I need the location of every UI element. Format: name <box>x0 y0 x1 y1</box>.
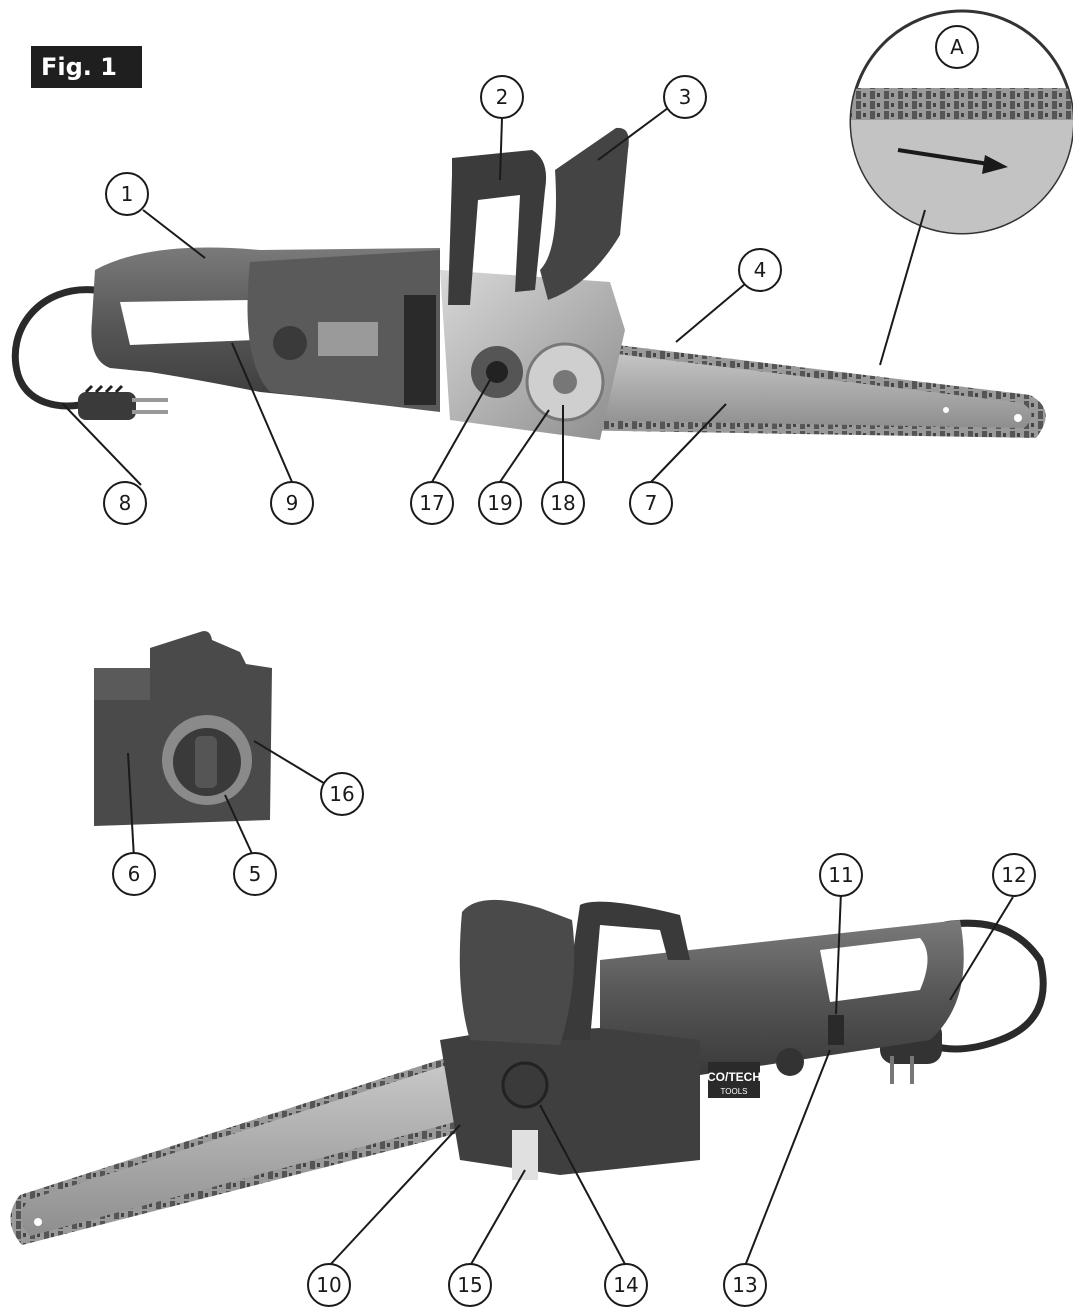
detail-leader <box>879 209 926 366</box>
callout-a <box>935 25 979 69</box>
callout-6 <box>112 852 156 896</box>
callout-5 <box>233 852 277 896</box>
callout-6-label: 6 <box>128 862 141 886</box>
bottom-guide-bar <box>10 1050 470 1245</box>
callout-14 <box>604 1263 648 1307</box>
callout-1-label: 1 <box>121 182 134 206</box>
callout-4-label: 4 <box>754 258 767 282</box>
callout-9-label: 9 <box>286 491 299 515</box>
top-chainsaw <box>11 127 1046 440</box>
callout-19 <box>478 481 522 525</box>
brand-logo-sub: TOOLS <box>721 1087 748 1096</box>
brand-logo-text: CO/TECH <box>707 1070 761 1084</box>
brand-logo <box>708 1062 760 1098</box>
guide-bar <box>560 338 1046 438</box>
callout-9 <box>270 481 314 525</box>
callout-15-label: 15 <box>457 1273 482 1297</box>
callout-2-label: 2 <box>496 85 509 109</box>
vent-grille <box>404 295 436 405</box>
callout-11-label: 11 <box>828 863 853 887</box>
callout-numbers: 1 2 3 4 5 6 7 8 9 10 11 12 13 14 15 16 1… <box>119 85 1027 1297</box>
callout-13-label: 13 <box>732 1273 757 1297</box>
detail-a: A <box>849 9 1073 366</box>
direction-arrow <box>982 155 1008 174</box>
sprocket-cover <box>440 1028 700 1175</box>
plug <box>78 384 168 420</box>
callout-10 <box>307 1263 351 1307</box>
callout-15 <box>448 1263 492 1307</box>
figure-label: Fig. 1 <box>31 46 142 88</box>
callout-a-label: A <box>950 35 964 59</box>
bottom-chainsaw: CO/TECH TOOLS <box>10 899 1047 1245</box>
front-handle <box>448 150 547 305</box>
callout-14-label: 14 <box>613 1273 638 1297</box>
callout-12 <box>992 853 1036 897</box>
callout-10-label: 10 <box>316 1273 341 1297</box>
bottom-lock-button <box>776 1048 804 1076</box>
callout-3-label: 3 <box>679 85 692 109</box>
bottom-power-cord <box>928 919 1047 1053</box>
rating-plate <box>318 322 378 356</box>
callout-7-label: 7 <box>645 491 658 515</box>
callout-18 <box>541 481 585 525</box>
callout-13 <box>723 1263 767 1307</box>
callout-2 <box>480 75 524 119</box>
callout-7 <box>629 481 673 525</box>
callout-17 <box>410 481 454 525</box>
bar-knob <box>501 1061 549 1109</box>
bottom-hand-guard <box>459 899 575 1045</box>
power-cord <box>11 286 96 410</box>
callout-3 <box>663 75 707 119</box>
bottom-handle-opening <box>820 938 928 1002</box>
callout-16-label: 16 <box>329 782 354 806</box>
bottom-trigger <box>828 1015 844 1045</box>
callout-4 <box>738 248 782 292</box>
bottom-front-handle <box>560 901 690 1040</box>
handle-opening <box>120 300 261 345</box>
callout-16 <box>320 772 364 816</box>
callouts <box>103 75 1036 1307</box>
callout-18-label: 18 <box>550 491 575 515</box>
callout-19-label: 19 <box>487 491 512 515</box>
callout-17-label: 17 <box>419 491 444 515</box>
callout-12-label: 12 <box>1001 863 1026 887</box>
hand-guard <box>540 127 629 300</box>
callout-5-label: 5 <box>249 862 262 886</box>
callout-8-label: 8 <box>119 491 132 515</box>
oil-window <box>512 1130 538 1180</box>
leader-lines <box>61 107 1014 1267</box>
callout-1 <box>105 172 149 216</box>
tensioner-part <box>94 631 272 826</box>
callout-11 <box>819 853 863 897</box>
lock-button <box>273 326 307 360</box>
callout-8 <box>103 481 147 525</box>
